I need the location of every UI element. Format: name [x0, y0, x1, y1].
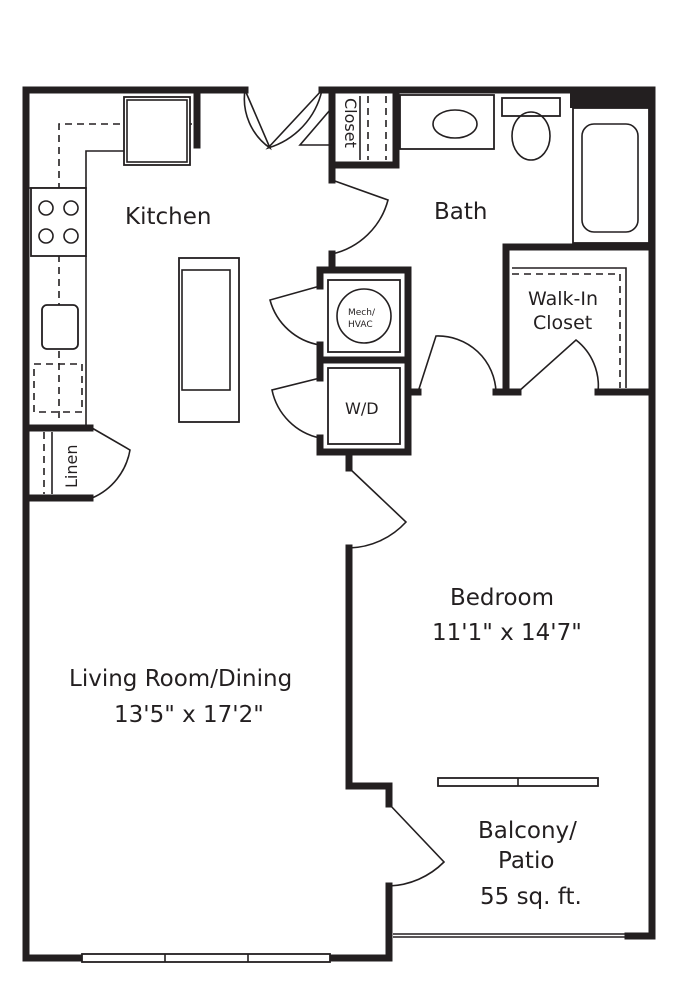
door-swings: [43, 89, 627, 887]
bath-sink-icon: [432, 109, 478, 139]
bedroom-dimensions: 11'1" x 14'7": [432, 620, 582, 646]
range-icon: [30, 187, 87, 257]
closet-label: Closet: [341, 98, 360, 148]
linen-label: Linen: [62, 445, 81, 488]
bedroom-label: Bedroom: [450, 585, 554, 611]
kitchen-island-icon: [178, 257, 240, 423]
kitchen-fixtures: [29, 96, 240, 425]
toilet-tank-icon: [501, 97, 561, 117]
refrigerator-icon: [123, 96, 191, 166]
balcony-label-2: Patio: [498, 848, 554, 874]
sink-icon: [41, 304, 79, 350]
bath-label: Bath: [434, 199, 487, 225]
walk-in-closet-label-2: Closet: [533, 312, 592, 334]
washer-dryer-label: W/D: [345, 399, 379, 418]
mech-label-1: Mech/: [348, 308, 376, 318]
bath-fixtures: [359, 94, 650, 244]
hvac-icon: [336, 288, 392, 344]
dishwasher-icon: [33, 363, 83, 413]
kitchen-label: Kitchen: [125, 204, 211, 230]
interior-walls: [25, 88, 653, 502]
balcony-label-1: Balcony/: [478, 818, 577, 844]
walk-in-closet-label-1: Walk-In: [528, 288, 598, 310]
balcony-area: 55 sq. ft.: [480, 884, 582, 910]
vanity-icon: [399, 94, 495, 150]
appliances: [327, 279, 401, 445]
exterior-walls: [22, 86, 656, 962]
toilet-icon: [511, 111, 551, 161]
living-room-label: Living Room/Dining: [69, 666, 292, 692]
living-room-dimensions: 13'5" x 17'2": [114, 702, 264, 728]
washer-dryer-icon: [327, 367, 401, 445]
sliding-doors: [81, 777, 599, 963]
mech-label-2: HVAC: [348, 320, 373, 330]
